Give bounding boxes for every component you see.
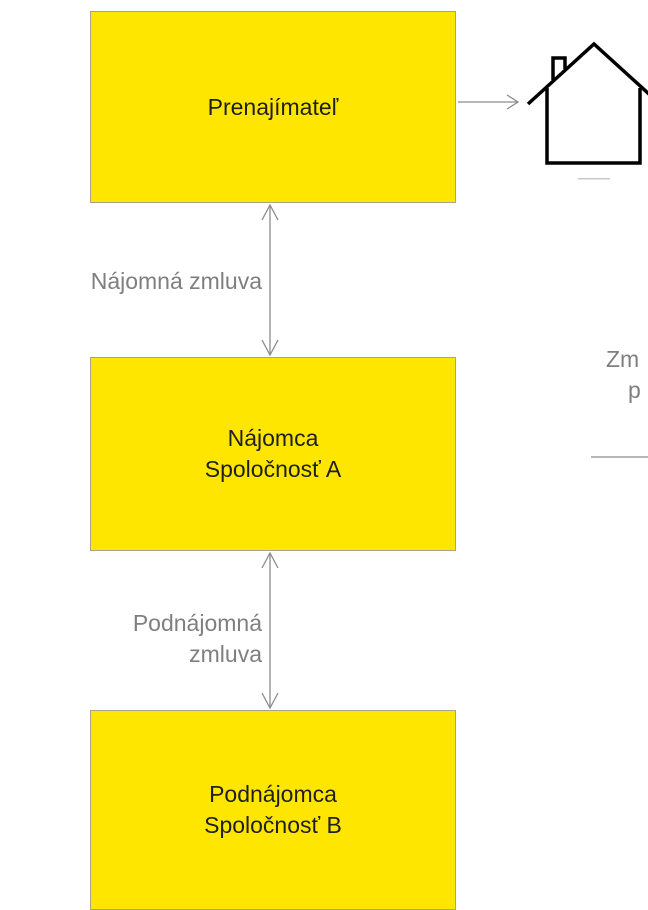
landlord-box-label: Prenajímateľ bbox=[207, 93, 339, 120]
subtenant-box: Podnájomca Spoločnosť B bbox=[90, 710, 456, 910]
arrow-to-house bbox=[458, 94, 520, 110]
subtenant-box-label-line2: Spoločnosť B bbox=[204, 812, 342, 838]
sublease-contract-label-line2: zmluva bbox=[189, 641, 262, 667]
house-caption-mark bbox=[578, 178, 610, 180]
lease-contract-label-line1: Nájomná zmluva bbox=[90, 268, 262, 294]
cutoff-text-line2: p bbox=[628, 377, 641, 403]
connector-sublease bbox=[261, 551, 279, 710]
connector-lease bbox=[261, 203, 279, 357]
tenant-box-label-line2: Spoločnosť A bbox=[204, 456, 342, 482]
tenant-box: Nájomca Spoločnosť A bbox=[90, 357, 456, 551]
cutoff-text-line1: Zm bbox=[606, 346, 640, 372]
sublease-contract-label: Podnájomná zmluva bbox=[10, 608, 262, 670]
sublease-contract-label-line1: Podnájomná bbox=[132, 610, 262, 636]
house-icon bbox=[526, 41, 648, 165]
tenant-box-label-line1: Nájomca bbox=[227, 425, 319, 451]
subtenant-box-label-line1: Podnájomca bbox=[209, 781, 337, 807]
landlord-box: Prenajímateľ bbox=[90, 11, 456, 203]
lease-contract-label: Nájomná zmluva bbox=[10, 266, 262, 297]
